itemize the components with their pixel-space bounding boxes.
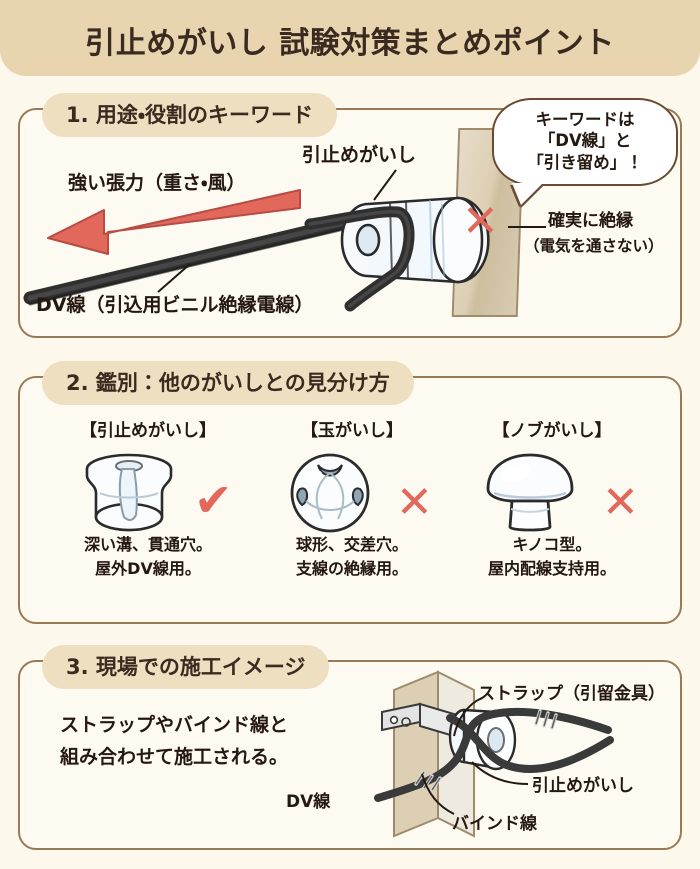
- insulation-note-line2: （電気を通さない）: [524, 237, 664, 255]
- leader-line-bind: [421, 773, 455, 815]
- section-3-body-line-1: ストラップやバインド線と: [60, 714, 289, 736]
- speech-bubble-tail: [512, 183, 543, 205]
- bubble-line-3: 「引き留め」！: [527, 152, 643, 172]
- tension-arrow: [42, 186, 302, 258]
- insulator-callout-label-3: 引止めがいし: [532, 776, 634, 796]
- bubble-line-2: 「DV線」と: [538, 131, 632, 151]
- leader-line-insulator-3: [471, 761, 529, 785]
- cross-mark-icon-3: ✕: [602, 477, 639, 528]
- cross-mark-icon-2: ✕: [396, 477, 433, 528]
- drum-insulator-icon: ✔: [48, 441, 248, 533]
- leader-line-dv: [157, 263, 191, 293]
- dv-line-illustration: [20, 180, 490, 315]
- item-desc-1-line-1: 深い溝、貫通穴。: [83, 535, 212, 554]
- section-3-card: [18, 660, 682, 850]
- strap-callout-label: ストラップ（引留金具）: [478, 684, 665, 704]
- insulator-column-3: 【ノブがいし】 ✕ キノコ型。 屋内配線支持用。: [452, 416, 652, 581]
- section-1-label: 1. 用途・役割のキーワード: [42, 93, 338, 137]
- dv-line-callout-label-3: DV線: [286, 792, 331, 812]
- item-title-2: 【玉がいし】: [301, 421, 403, 441]
- item-desc-3-line-1: キノコ型。: [512, 535, 592, 554]
- keyword-speech-bubble: キーワードは 「DV線」と 「引き留め」！: [492, 98, 678, 187]
- bubble-line-1: キーワードは: [535, 110, 635, 129]
- item-desc-2-line-2: 支線の絶縁用。: [295, 559, 408, 578]
- item-title-3: 【ノブがいし】: [492, 421, 612, 441]
- strain-insulator-illustration: [304, 178, 495, 312]
- section-2-label: 2. 鑑別：他のがいしとの見分け方: [42, 361, 414, 405]
- insulator-column-1: 【引止めがいし】 ✔ 深い溝、貫通穴。 屋外DV線用。: [48, 416, 248, 581]
- leader-line-insulator: [373, 169, 397, 201]
- knob-insulator-icon: ✕: [452, 441, 652, 533]
- insulator-callout-label: 引止めがいし: [302, 144, 417, 166]
- page-title: 引止めがいし 試験対策まとめポイント: [85, 26, 615, 61]
- insulation-note-line1: 確実に絶縁: [548, 211, 633, 231]
- item-desc-1-line-2: 屋外DV線用。: [95, 559, 201, 578]
- item-desc-3-line-2: 屋内配線支持用。: [487, 559, 616, 578]
- tension-label: 強い張力（重さ・風）: [68, 172, 246, 194]
- leader-line-insulation: [508, 226, 546, 228]
- check-mark-icon-1: ✔: [194, 473, 233, 527]
- ball-insulator-icon: ✕: [252, 441, 452, 533]
- cross-mark-icon: ✕: [462, 196, 499, 247]
- leader-line-strap: [453, 697, 483, 737]
- section-3-body-line-2: 組み合わせて施工される。: [60, 746, 289, 768]
- item-title-1: 【引止めがいし】: [80, 421, 216, 441]
- item-desc-2-line-1: 球形、交差穴。: [295, 535, 408, 554]
- header-band: [0, 0, 700, 76]
- bind-line-callout-label: バインド線: [452, 814, 537, 834]
- section-3-label: 3. 現場での施工イメージ: [42, 645, 330, 689]
- insulator-column-2: 【玉がいし】 ✕ 球形、交差穴。 支線の絶縁用。: [252, 416, 452, 581]
- dv-line-callout-label: DV線（引込用ビニル絶縁電線）: [36, 294, 314, 316]
